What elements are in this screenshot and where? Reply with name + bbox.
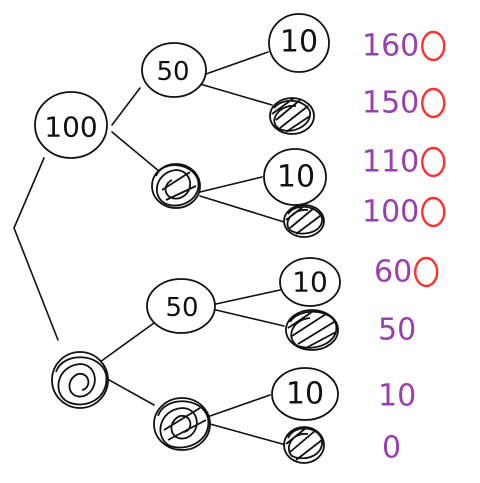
path-sum-2: 150 bbox=[362, 86, 419, 121]
scribble-marks bbox=[285, 205, 323, 235]
node-label: 10 bbox=[280, 25, 318, 60]
edge-bottom-scribble-to-bottom-scribble bbox=[101, 375, 155, 406]
node-outline bbox=[268, 13, 330, 73]
checked-mark-2 bbox=[421, 87, 446, 119]
node-outline bbox=[141, 42, 207, 98]
checked-mark-1 bbox=[421, 30, 446, 62]
tree-node-bottom-mid: 50 bbox=[146, 278, 216, 334]
path-sum-8: 0 bbox=[382, 431, 401, 466]
node-outline bbox=[34, 91, 108, 159]
node-label: 100 bbox=[44, 111, 97, 144]
node-label: 50 bbox=[156, 57, 189, 87]
node-outline bbox=[263, 148, 327, 206]
edge-root-to-top-scribble bbox=[111, 131, 161, 173]
edge-top-scribble-to-scribble-2 bbox=[199, 195, 285, 223]
node-label: 50 bbox=[165, 293, 198, 323]
path-sums: 160 150 110 100 60 50 10 0 bbox=[362, 29, 419, 466]
scribble-marks bbox=[155, 164, 200, 207]
node-outline bbox=[279, 257, 341, 307]
node-label: 10 bbox=[292, 266, 328, 299]
node-label: 10 bbox=[286, 377, 324, 412]
scribble-marks bbox=[55, 356, 108, 406]
path-sum-6: 50 bbox=[378, 313, 416, 348]
scribbled-node-2 bbox=[151, 163, 201, 209]
edge-bottom-scribble-to-scribble-4 bbox=[209, 423, 287, 446]
scribble-marks bbox=[287, 310, 338, 349]
path-sum-5: 60 bbox=[374, 255, 412, 290]
edge-bottom-scribble-to-leaf-4 bbox=[209, 394, 271, 417]
scribble-marks bbox=[285, 427, 323, 461]
checked-mark-4 bbox=[421, 196, 446, 228]
edge-bottom-mid-to-leaf-3 bbox=[215, 289, 281, 305]
scribbled-node-4 bbox=[51, 351, 109, 409]
scribbled-node-3 bbox=[283, 204, 325, 238]
node-outline bbox=[146, 278, 216, 334]
checked-sum-marks bbox=[413, 30, 446, 288]
edge-top-mid-to-leaf-1 bbox=[205, 51, 269, 75]
edge-root-to-top-mid bbox=[111, 87, 141, 126]
edge-top-mid-to-scribble-1 bbox=[199, 83, 273, 106]
edge-bottom-scribble-to-bottom-mid bbox=[99, 322, 155, 363]
checked-mark-5 bbox=[413, 256, 439, 288]
scribbled-node-1 bbox=[269, 97, 315, 135]
scribble-marks bbox=[157, 400, 210, 449]
scribbled-node-7 bbox=[283, 426, 325, 464]
path-sum-3: 110 bbox=[362, 145, 419, 180]
checked-mark-3 bbox=[421, 146, 446, 178]
scribble-marks bbox=[271, 97, 311, 133]
path-sum-1: 160 bbox=[362, 29, 419, 64]
edge-root-to-bracket bbox=[13, 157, 59, 341]
scribbled-node-6 bbox=[153, 397, 211, 451]
edge-bottom-mid-to-scribble-3 bbox=[215, 309, 285, 327]
path-sum-4: 100 bbox=[362, 195, 419, 230]
tree-node-root: 100 bbox=[34, 91, 108, 159]
edge-top-scribble-to-leaf-2 bbox=[199, 176, 263, 193]
tree-node-leaf-4: 10 bbox=[271, 367, 339, 421]
node-outline bbox=[153, 397, 211, 451]
node-label: 10 bbox=[277, 160, 315, 195]
node-outline bbox=[283, 426, 325, 464]
tree-node-leaf-2: 10 bbox=[263, 148, 327, 206]
path-sum-7: 10 bbox=[378, 379, 416, 414]
scribbled-node-5 bbox=[285, 309, 339, 351]
tree-node-leaf-1: 10 bbox=[268, 13, 330, 73]
node-outline bbox=[271, 367, 339, 421]
node-outline bbox=[51, 351, 109, 409]
tree-node-leaf-3: 10 bbox=[279, 257, 341, 307]
tree-edges bbox=[13, 51, 287, 446]
tree-node-top-mid: 50 bbox=[141, 42, 207, 98]
